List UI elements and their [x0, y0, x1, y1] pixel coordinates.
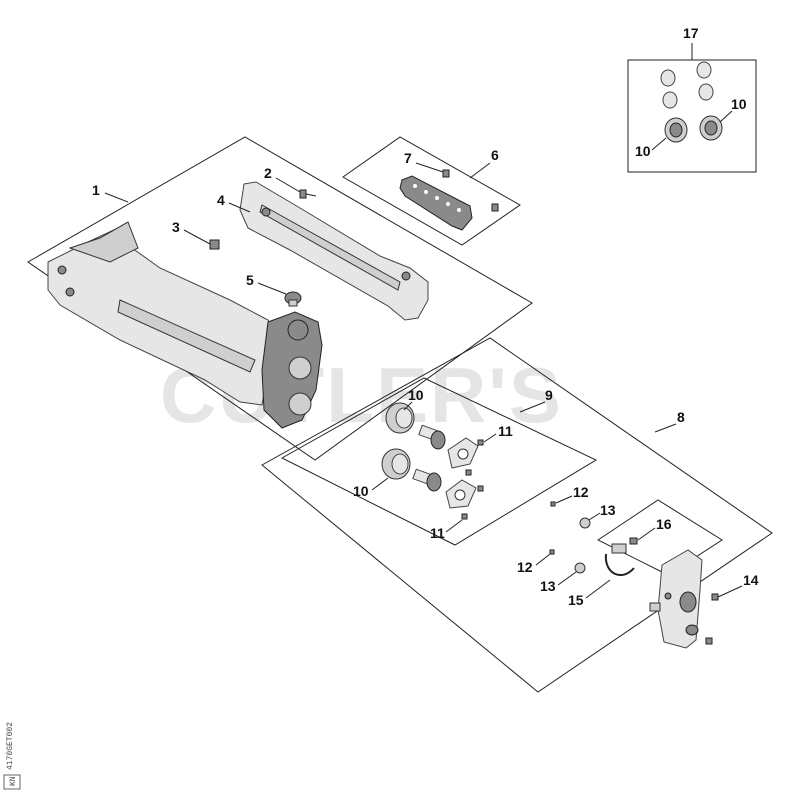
bearing-upper-part[interactable] — [385, 402, 415, 434]
pin-part-12-upper[interactable] — [550, 501, 556, 507]
leader-7 — [415, 162, 444, 173]
leader-3 — [183, 229, 211, 245]
cover-part[interactable] — [239, 181, 429, 321]
callout-12-lower[interactable]: 12 — [517, 559, 533, 575]
leader-14 — [717, 585, 743, 598]
leader-10-upper — [403, 401, 413, 411]
callout-10-kit-a[interactable]: 10 — [731, 96, 747, 112]
leader-11-lower — [445, 519, 463, 533]
leader-16 — [637, 527, 656, 541]
leader-10-kit-b — [651, 137, 667, 151]
gasket-upper-part[interactable] — [447, 437, 479, 469]
leader-12-upper — [555, 495, 573, 504]
callout-7[interactable]: 7 — [404, 150, 412, 166]
housing-part[interactable] — [47, 221, 323, 429]
leader-8 — [654, 423, 677, 433]
callout-9[interactable]: 9 — [545, 387, 553, 403]
frame-strap-group — [342, 136, 521, 246]
callout-10-lower[interactable]: 10 — [353, 483, 369, 499]
callout-4[interactable]: 4 — [217, 192, 225, 208]
drawing-code-box — [3, 774, 21, 790]
leader-1 — [104, 192, 129, 203]
frame-gearbox-group — [261, 337, 773, 693]
callout-17[interactable]: 17 — [683, 25, 699, 41]
callout-15[interactable]: 15 — [568, 592, 584, 608]
pin-part-12-lower[interactable] — [549, 549, 555, 555]
callout-14[interactable]: 14 — [743, 572, 759, 588]
leader-10-kit-a — [719, 110, 733, 123]
handle-part-14[interactable] — [649, 549, 703, 649]
screw-part-2[interactable] — [299, 189, 317, 199]
callout-11-lower[interactable]: 11 — [430, 525, 445, 541]
callout-5[interactable]: 5 — [246, 272, 254, 288]
bearing-lower-part[interactable] — [381, 448, 411, 480]
shaft-upper-part[interactable] — [418, 424, 446, 450]
callout-13-lower[interactable]: 13 — [540, 578, 556, 594]
leader-13-upper — [588, 512, 601, 521]
leader-12-lower — [535, 553, 551, 566]
clip-part-3[interactable] — [209, 239, 220, 250]
callout-10-upper[interactable]: 10 — [408, 387, 424, 403]
shaft-lower-part[interactable] — [412, 468, 442, 492]
callout-8[interactable]: 8 — [677, 409, 685, 425]
callout-16[interactable]: 16 — [656, 516, 672, 532]
callout-12-upper[interactable]: 12 — [573, 484, 589, 500]
clamp-part-15[interactable] — [604, 543, 635, 576]
leader-6 — [469, 162, 491, 179]
leader-5 — [257, 282, 287, 295]
screw-part-7[interactable] — [442, 169, 450, 178]
strap-plate-part[interactable] — [399, 175, 473, 231]
callout-2[interactable]: 2 — [264, 165, 272, 181]
leader-11-upper — [483, 433, 497, 443]
leader-4 — [228, 202, 251, 213]
callout-6[interactable]: 6 — [491, 147, 499, 163]
gasket-lower-part[interactable] — [445, 479, 477, 509]
callout-11-upper[interactable]: 11 — [498, 423, 513, 439]
callout-3[interactable]: 3 — [172, 219, 180, 235]
leader-9 — [519, 401, 546, 413]
screws-part-11[interactable] — [461, 439, 484, 520]
leader-13-lower — [557, 571, 577, 586]
bearing-kit-parts[interactable] — [660, 61, 723, 143]
callout-13-upper[interactable]: 13 — [600, 502, 616, 518]
nut-part-13-lower[interactable] — [574, 562, 586, 574]
leader-15 — [585, 579, 611, 599]
drawing-code-box-label: KN — [9, 776, 18, 786]
screws-part-14[interactable] — [705, 593, 719, 645]
leader-10-lower — [371, 477, 389, 491]
fitting-part-5[interactable] — [284, 291, 302, 307]
screw-part-16[interactable] — [629, 537, 638, 545]
callout-1[interactable]: 1 — [92, 182, 100, 198]
screw-part-6b[interactable] — [491, 203, 499, 212]
frame-handle-group — [597, 499, 723, 576]
callout-10-kit-b[interactable]: 10 — [635, 143, 651, 159]
leader-2 — [275, 177, 301, 193]
frame-bearing-group — [280, 377, 598, 546]
frame-housing-group — [27, 136, 533, 461]
nut-part-13-upper[interactable] — [579, 517, 591, 529]
drawing-code: 4170GET002 — [6, 722, 15, 770]
